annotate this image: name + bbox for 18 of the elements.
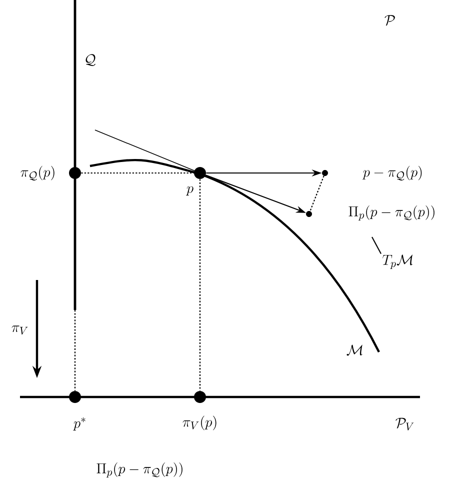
math-label: $T_p\mathcal{M}$ <box>382 254 413 270</box>
point-label: $\pi_{\mathcal{Q}}(p)$ <box>20 166 54 180</box>
dotted-line <box>74 310 76 391</box>
math-label: $\Pi_p(p-\pi_{\mathcal{Q}}(p))$ <box>96 462 182 478</box>
math-label: $\mathcal{P}_V$ <box>396 418 414 430</box>
point-label: $\Pi_p(p-\pi_{\mathcal{Q}}(p))$ <box>348 205 434 221</box>
math-label: $\mathcal{M}$ <box>346 344 362 356</box>
dotted-line <box>199 179 201 391</box>
math-label: $\pi_V$ <box>12 326 28 335</box>
point-label: $p^*$ <box>73 417 86 431</box>
point-label: $\pi_V(p)$ <box>182 416 216 430</box>
leader-line <box>372 236 382 254</box>
math-label: $\mathcal{P}$ <box>384 15 395 26</box>
math-label: $\mathcal{Q}$ <box>86 54 96 66</box>
point-label: $p$ <box>186 186 194 196</box>
point-label: $p-\pi_{\mathcal{Q}}(p)$ <box>362 166 422 180</box>
dotted-line <box>81 172 194 174</box>
dotted-line <box>310 176 324 212</box>
